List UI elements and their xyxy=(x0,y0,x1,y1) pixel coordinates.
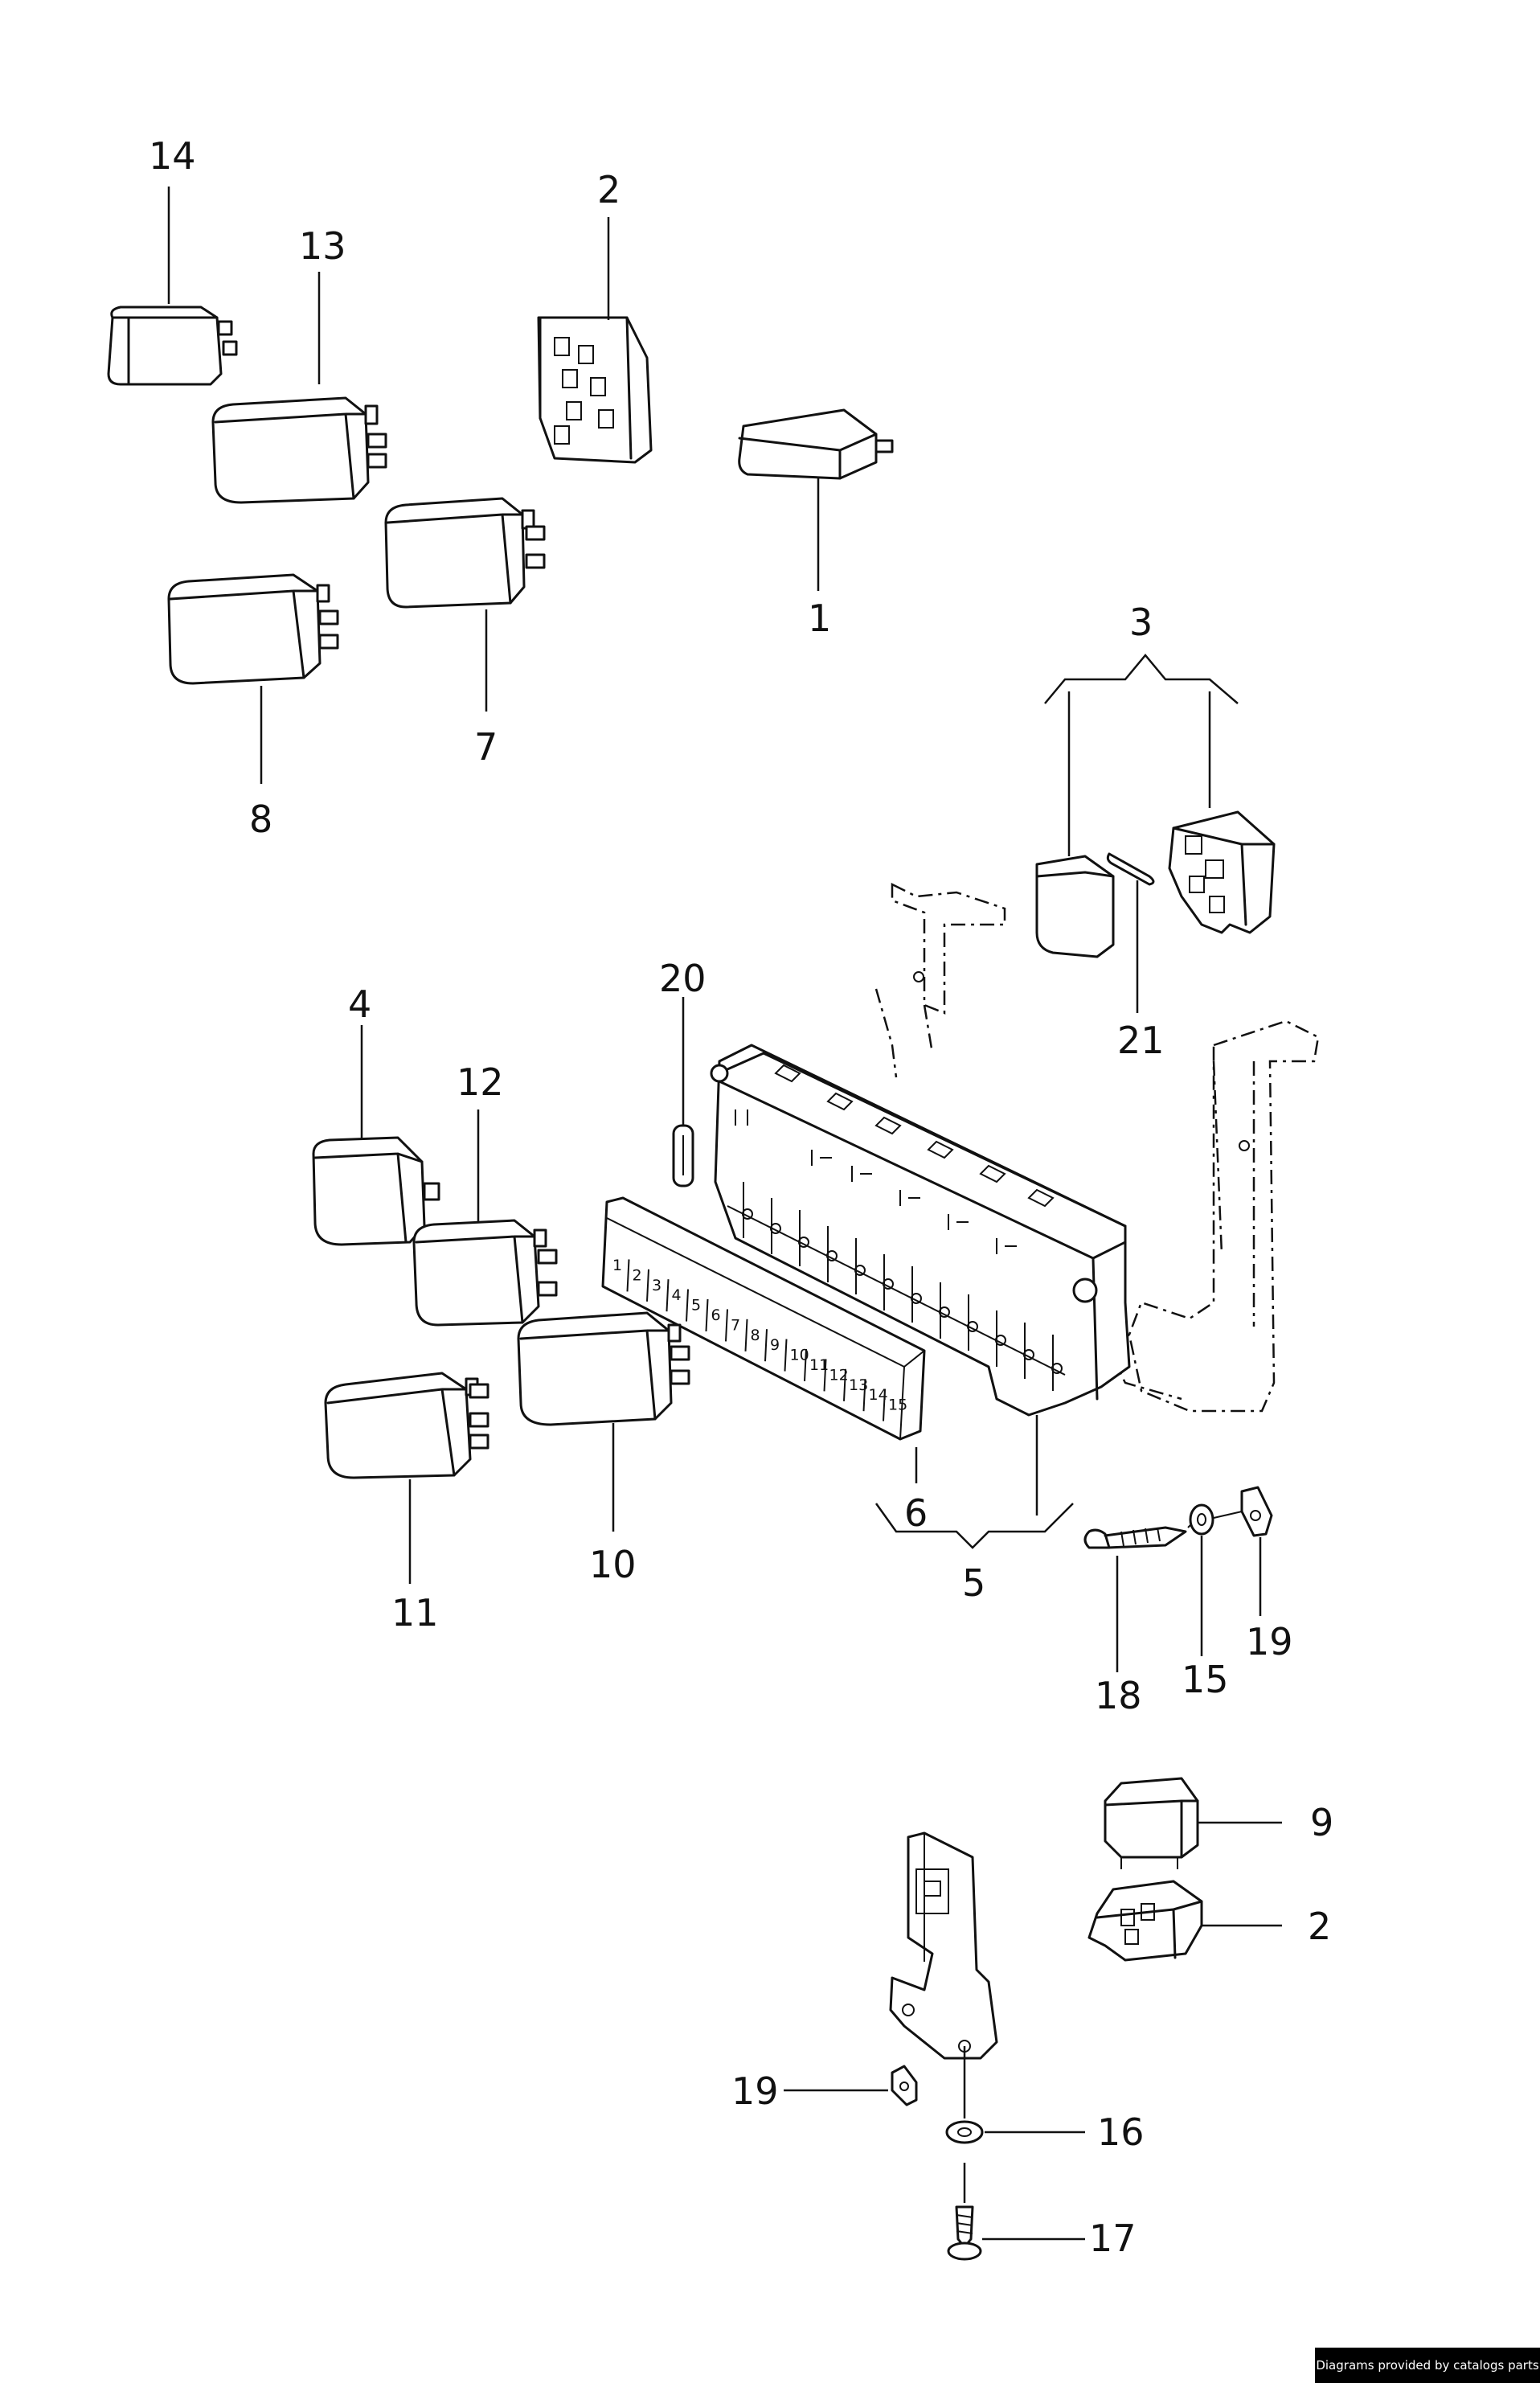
fuse-strip-number: 3 xyxy=(652,1277,661,1294)
callout-2-top: 2 xyxy=(597,168,621,211)
part-19-clip-nut-bottom xyxy=(891,2065,918,2106)
part-12-relay xyxy=(412,1219,558,1327)
callout-1: 1 xyxy=(808,597,831,640)
fuse-strip-divider xyxy=(626,1259,630,1292)
callout-11: 11 xyxy=(391,1591,439,1634)
callout-6: 6 xyxy=(904,1491,928,1535)
part-13-relay xyxy=(211,396,387,504)
part-7-relay xyxy=(384,497,546,609)
part-1-flat-relay xyxy=(738,408,894,480)
callout-21: 21 xyxy=(1117,1019,1165,1062)
callout-2-bottom: 2 xyxy=(1308,1905,1331,1948)
part-3-fuse-socket xyxy=(1168,810,1276,934)
fuse-strip-divider xyxy=(764,1329,768,1362)
fuse-strip-number: 9 xyxy=(770,1336,780,1354)
fuse-strip-divider xyxy=(744,1319,748,1351)
part-3-fuse-cap xyxy=(1035,855,1115,958)
fuse-strip-number: 10 xyxy=(790,1347,809,1364)
fuse-strip-number: 2 xyxy=(633,1266,642,1284)
fuse-strip-divider xyxy=(804,1348,807,1382)
part-20-fuse xyxy=(672,997,694,1187)
fuse-strip-number: 6 xyxy=(711,1306,721,1324)
fuse-strip-number: 12 xyxy=(829,1366,849,1384)
part-21-fuse xyxy=(1106,852,1155,1013)
fuse-strip-number: 4 xyxy=(672,1286,682,1304)
part-10-relay xyxy=(517,1311,690,1426)
fuse-strip-divider xyxy=(784,1339,788,1372)
fuse-strip-number: 15 xyxy=(888,1397,907,1414)
callout-4: 4 xyxy=(348,982,371,1026)
fuse-strip-divider xyxy=(666,1279,670,1312)
callout-10: 10 xyxy=(589,1543,637,1586)
vehicle-mounting-bracket-outline xyxy=(874,882,1320,1413)
fuse-strip-divider xyxy=(843,1368,846,1401)
fuse-strip-number: 1 xyxy=(612,1257,622,1274)
part-16-washer xyxy=(945,2120,984,2144)
callout-9: 9 xyxy=(1310,1801,1333,1844)
leader-lines xyxy=(167,187,1282,2241)
callout-16: 16 xyxy=(1097,2110,1145,2154)
part-5-fuse-box xyxy=(710,1044,1131,1417)
callout-3: 3 xyxy=(1129,601,1153,644)
part-19-clip-nut xyxy=(1187,1486,1273,1537)
callout-5: 5 xyxy=(962,1561,985,1605)
fuse-strip-divider xyxy=(686,1289,689,1322)
fuse-strip-number: 8 xyxy=(751,1327,760,1344)
callout-19-right: 19 xyxy=(1246,1620,1293,1663)
callout-20: 20 xyxy=(659,957,707,1000)
part-11-relay xyxy=(324,1372,489,1479)
part-2-relay-socket-bottom xyxy=(1087,1880,1203,1962)
fuse-strip-number: 7 xyxy=(731,1316,740,1334)
fuse-strip-divider xyxy=(862,1379,866,1412)
callout-13: 13 xyxy=(299,224,346,268)
fuse-strip-divider xyxy=(705,1298,709,1332)
callout-15: 15 xyxy=(1182,1658,1229,1701)
callout-19-left: 19 xyxy=(731,2069,779,2113)
fuse-strip-divider xyxy=(725,1309,728,1342)
fuse-strip-number: 14 xyxy=(869,1386,888,1404)
fuse-strip-divider xyxy=(646,1269,649,1302)
callout-14: 14 xyxy=(149,134,196,178)
part-18-screw xyxy=(1083,1526,1187,1549)
callout-8: 8 xyxy=(249,798,272,841)
callout-18: 18 xyxy=(1095,1674,1142,1717)
diagram-credit-banner: Diagrams provided by catalogs parts xyxy=(1315,2348,1540,2383)
callout-7: 7 xyxy=(474,725,498,769)
callout-labels: 14 13 2 1 7 8 3 21 20 4 12 10 11 6 5 18 … xyxy=(149,134,1333,2260)
part-17-screw xyxy=(947,2163,982,2261)
fuse-strip-divider xyxy=(823,1359,827,1392)
fuse-strip-number: 13 xyxy=(849,1376,868,1394)
part-2-relay-socket xyxy=(537,316,653,464)
callout-12: 12 xyxy=(457,1060,504,1104)
part-3-bracket xyxy=(1044,654,1239,856)
part-8-relay xyxy=(167,573,339,685)
fuse-strip-number: 5 xyxy=(691,1297,701,1315)
bottom-mounting-bracket xyxy=(889,1831,998,2118)
fuse-strip-number: 11 xyxy=(809,1356,829,1374)
part-15-washer xyxy=(1189,1503,1214,1536)
part-14-relay xyxy=(107,306,238,386)
callout-17: 17 xyxy=(1089,2217,1137,2260)
part-9-relay xyxy=(1104,1777,1199,1869)
fuse-strip-divider xyxy=(883,1388,886,1421)
